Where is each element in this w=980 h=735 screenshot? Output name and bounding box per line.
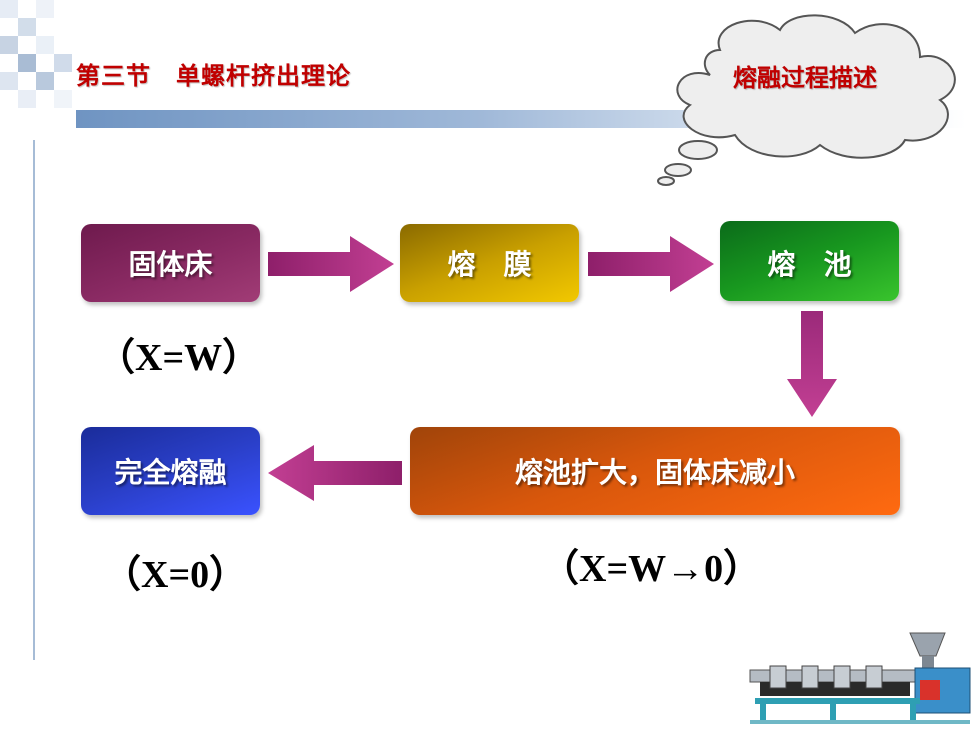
pool-expand-box: 熔池扩大，固体床减小 [410,427,900,515]
solid-bed-box: 固体床 [81,224,260,302]
melt-pool-box: 熔 池 [720,221,899,301]
melt-film-box: 熔 膜 [400,224,579,302]
formula-transition: （X=W→0） [541,548,762,590]
formula-start: （X=W） [97,337,261,379]
page-title: 第三节 单螺杆挤出理论 [76,62,351,90]
melt-pool-label: 熔 池 [767,248,852,281]
cloud-label: 熔融过程描述 [733,64,877,92]
melt-film-label: 熔 膜 [447,248,532,281]
pool-expand-label: 熔池扩大，固体床减小 [514,456,795,489]
formula-end: （X=0） [103,554,248,596]
thought-cloud [657,14,956,186]
arrow-right-icon [588,236,714,292]
solid-bed-label: 固体床 [128,248,213,281]
extruder-machine-image [740,628,975,728]
arrow-right-icon [268,236,394,292]
arrow-down-icon [787,311,837,417]
fully-melted-label: 完全熔融 [114,456,227,489]
fully-melted-box: 完全熔融 [81,427,260,515]
arrow-left-icon [268,445,402,501]
left-divider [33,140,35,660]
